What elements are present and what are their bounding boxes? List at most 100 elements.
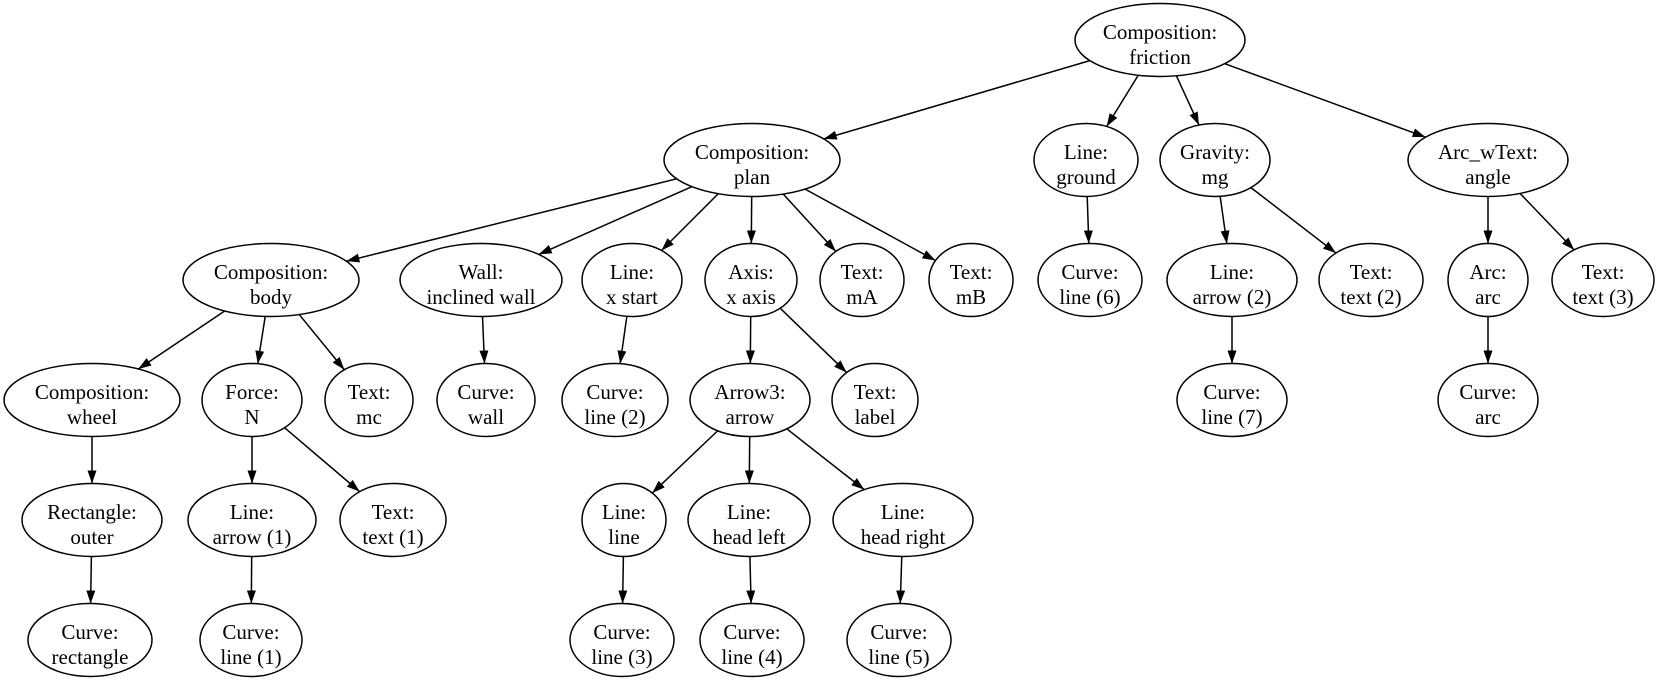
node-ellipse — [1037, 242, 1143, 318]
edge-plan-body — [346, 178, 677, 263]
edge-friction-plan — [823, 59, 1091, 140]
node-label: Composition:wheel — [35, 380, 149, 429]
node-curve-line-5: Curve:line (5) — [846, 602, 952, 678]
edge-wall-curve-wall — [479, 316, 489, 364]
node-mB: Text:mB — [928, 242, 1014, 318]
edge-plan-mA — [782, 193, 837, 252]
node-ellipse — [581, 242, 683, 318]
node-ellipse — [928, 242, 1014, 318]
edge-layer — [86, 59, 1575, 604]
edge-mg-text-2 — [1250, 187, 1337, 254]
node-curve-line-4: Curve:line (4) — [699, 602, 805, 678]
node-ellipse — [3, 362, 181, 438]
node-curve-wall: Curve:wall — [436, 362, 536, 438]
node-ellipse — [699, 602, 805, 678]
node-ellipse — [399, 242, 563, 318]
node-label: Line:head left — [713, 500, 786, 549]
node-ellipse — [339, 482, 447, 558]
node-label: Curve:line (6) — [1059, 260, 1120, 309]
node-mg: Gravity:mg — [1159, 122, 1271, 198]
edge-angle-text-3 — [1519, 192, 1575, 251]
node-ellipse — [436, 362, 536, 438]
node-outer: Rectangle:outer — [21, 482, 163, 558]
edge-body-force-n — [255, 316, 266, 364]
node-ellipse — [182, 242, 360, 318]
node-wall: Wall:inclined wall — [399, 242, 563, 318]
node-label: Line:line — [602, 500, 646, 549]
edge-outer-curve-rectangle — [86, 556, 96, 604]
node-curve-line-3: Curve:line (3) — [569, 602, 675, 678]
node-text-1: Text:text (1) — [339, 482, 447, 558]
node-label: Line:x start — [606, 260, 658, 309]
node-label: Arc_wText:angle — [1438, 140, 1538, 189]
node-label: Composition:plan — [695, 140, 809, 189]
node-ellipse — [687, 482, 811, 558]
node-ellipse — [819, 242, 905, 318]
node-curve-line-6: Curve:line (6) — [1037, 242, 1143, 318]
node-label: Curve:line (5) — [868, 620, 929, 669]
node-label: Line:arrow (1) — [213, 500, 292, 549]
node-ellipse — [1159, 122, 1271, 198]
node-plan: Composition:plan — [663, 122, 841, 198]
node-label: Text:mA — [841, 260, 884, 309]
node-label: Text:text (2) — [1340, 260, 1401, 309]
node-label: Axis:x axis — [726, 260, 776, 309]
node-curve-line-2: Curve:line (2) — [561, 362, 669, 438]
edge-plan-x-start — [660, 193, 719, 252]
node-label: Curve:wall — [457, 380, 514, 429]
node-label: Curve:arc — [1459, 380, 1516, 429]
node-ellipse — [201, 362, 303, 438]
node-force-n: Force:N — [201, 362, 303, 438]
node-curve-rectangle: Curve:rectangle — [27, 602, 153, 678]
node-ellipse — [1166, 242, 1298, 318]
edge-line-line-curve-line-3 — [618, 556, 628, 604]
node-head-right: Line:head right — [832, 482, 974, 558]
node-label: Text:text (1) — [362, 500, 423, 549]
edge-mg-arrow-2 — [1219, 196, 1230, 244]
node-label: Curve:rectangle — [52, 620, 129, 669]
edge-arrow3-head-right — [786, 428, 865, 491]
node-label: Line:ground — [1056, 140, 1116, 189]
node-ellipse — [581, 482, 667, 558]
node-ellipse — [1437, 362, 1539, 438]
node-wheel: Composition:wheel — [3, 362, 181, 438]
node-head-left: Line:head left — [687, 482, 811, 558]
node-ellipse — [832, 482, 974, 558]
node-layer: Composition:frictionComposition:planLine… — [3, 2, 1655, 678]
node-label: Text:mB — [950, 260, 993, 309]
node-label: Curve:line (3) — [591, 620, 652, 669]
edge-friction-mg — [1175, 75, 1200, 126]
node-angle: Arc_wText:angle — [1407, 122, 1569, 198]
node-ellipse — [561, 362, 669, 438]
node-label: Curve:line (7) — [1201, 380, 1262, 429]
node-ellipse — [846, 602, 952, 678]
edge-head-left-curve-line-4 — [746, 556, 756, 604]
node-label: Wall:inclined wall — [426, 260, 535, 309]
node-text-3: Text:text (3) — [1551, 242, 1655, 318]
node-label: Rectangle:outer — [47, 500, 137, 549]
edge-friction-angle — [1224, 62, 1426, 138]
node-mA: Text:mA — [819, 242, 905, 318]
node-ellipse — [569, 602, 675, 678]
node-ellipse — [831, 362, 919, 438]
node-ellipse — [1033, 122, 1139, 198]
edge-x-start-curve-line-2 — [617, 316, 628, 364]
edge-head-right-curve-line-5 — [896, 556, 906, 604]
edge-friction-ground — [1106, 74, 1139, 127]
node-ground: Line:ground — [1033, 122, 1139, 198]
node-arrow-2: Line:arrow (2) — [1166, 242, 1298, 318]
node-label: Arrow3:arrow — [714, 380, 785, 429]
node-ellipse — [689, 362, 811, 438]
node-label: Line:arrow (2) — [1193, 260, 1272, 309]
node-x-start: Line:x start — [581, 242, 683, 318]
node-ellipse — [21, 482, 163, 558]
node-x-axis: Axis:x axis — [704, 242, 798, 318]
node-label: Line:head right — [861, 500, 946, 549]
edge-body-mc — [298, 314, 345, 371]
node-ellipse — [324, 362, 414, 438]
node-ellipse — [1318, 242, 1424, 318]
node-text-2: Text:text (2) — [1318, 242, 1424, 318]
node-curve-line-7: Curve:line (7) — [1176, 362, 1288, 438]
